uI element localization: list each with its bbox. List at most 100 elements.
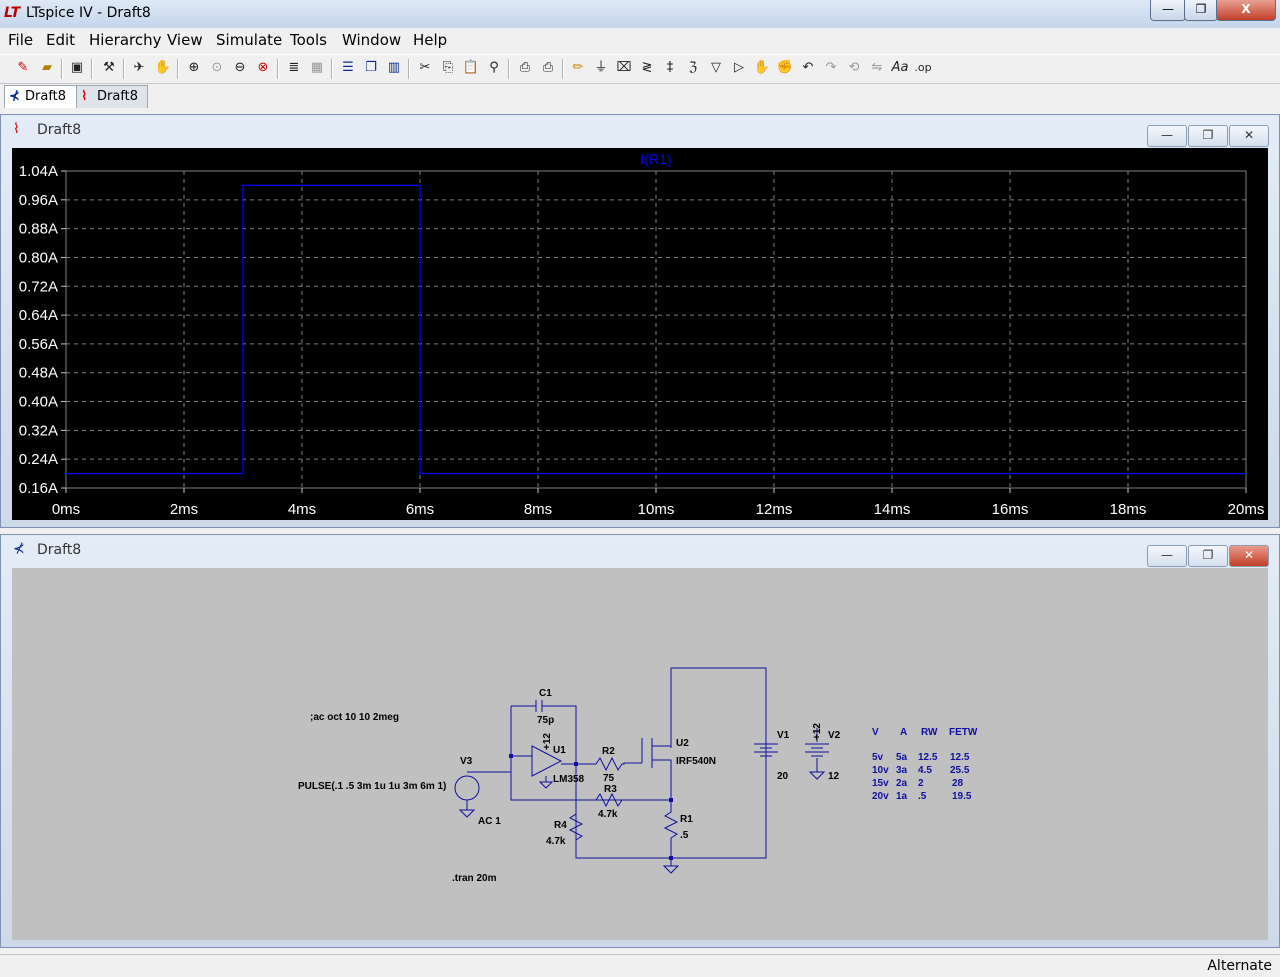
inductor-icon[interactable]: ℨ [688, 60, 697, 75]
component-icon[interactable]: ▷ [734, 60, 744, 75]
restore-button[interactable]: ❐ [1184, 0, 1218, 21]
u1-supply: +12 [542, 733, 553, 750]
ac-directive[interactable]: ;ac oct 10 10 2meg [310, 712, 399, 723]
menu-hierarchy[interactable]: Hierarchy [89, 31, 162, 49]
table-cell: 3a [896, 765, 908, 776]
toolbar: ✎ ▰ ▣ ⚒ ✈ ✋ ⊕ ⊙ ⊖ ⊗ ≣ ▦ ☰ ❐ ▥ ✂ ⎘ 📋 ⚲ ⎙ … [0, 54, 1280, 84]
tile-vertical-icon[interactable]: ▥ [387, 60, 401, 75]
r2-name[interactable]: R2 [602, 746, 615, 757]
u2-name[interactable]: U2 [676, 738, 689, 749]
capacitor-icon[interactable]: ‡ [666, 60, 674, 75]
copy-icon[interactable]: ⎘ [442, 60, 454, 75]
find-icon[interactable]: ⚲ [489, 60, 499, 75]
r1-name[interactable]: R1 [680, 814, 693, 825]
schematic-canvas[interactable]: ;ac oct 10 10 2meg .tran 20m V3 PULSE(.1… [12, 568, 1268, 940]
table-cell: 19.5 [952, 791, 972, 802]
draw-wire-icon[interactable]: ✏ [572, 60, 584, 75]
tab-label: Draft8 [25, 89, 67, 104]
v3-ac[interactable]: AC 1 [478, 816, 501, 827]
r3-name[interactable]: R3 [604, 784, 617, 795]
menu-window[interactable]: Window [342, 31, 402, 49]
u1-name[interactable]: U1 [553, 745, 566, 756]
new-schematic-icon[interactable]: ✎ [17, 60, 29, 75]
schematic-close-button[interactable]: ✕ [1229, 545, 1269, 567]
spice-directive-icon[interactable]: .op [914, 61, 932, 74]
menu-view[interactable]: View [167, 31, 203, 49]
hammer-icon[interactable]: ⚒ [103, 60, 115, 75]
c1-value[interactable]: 75p [537, 715, 554, 726]
u2-value[interactable]: IRF540N [676, 756, 716, 767]
schematic-icon: ⊀ [9, 89, 20, 104]
u1-value[interactable]: LM358 [553, 774, 585, 785]
waveform-minimize-button[interactable]: — [1147, 125, 1187, 147]
x-tick-label: 16ms [992, 501, 1029, 518]
diode-icon[interactable]: ▽ [711, 60, 721, 75]
text-icon[interactable]: Aa [891, 60, 909, 75]
print-icon[interactable]: ⎙ [542, 60, 554, 75]
v3-value[interactable]: PULSE(.1 .5 3m 1u 1u 3m 6m 1) [298, 781, 446, 792]
rotate-icon[interactable]: ⟲ [848, 60, 860, 75]
waveform-restore-button[interactable]: ❐ [1188, 125, 1228, 147]
label-net-icon[interactable]: ⌧ [616, 60, 632, 75]
v2-value[interactable]: 12 [828, 771, 840, 782]
waveform-window-title: Draft8 [37, 122, 82, 138]
x-tick-label: 6ms [406, 501, 434, 518]
r4-value[interactable]: 4.7k [546, 836, 566, 847]
y-tick-label: 0.48A [19, 365, 58, 382]
open-icon[interactable]: ▰ [42, 60, 52, 75]
menu-tools[interactable]: Tools [290, 31, 327, 49]
redo-icon[interactable]: ↷ [825, 60, 837, 75]
c1-name[interactable]: C1 [539, 688, 552, 699]
move-icon[interactable]: ✋ [753, 60, 771, 75]
pan-hand-icon[interactable]: ✋ [154, 60, 172, 75]
zoom-in-icon[interactable]: ⊕ [188, 60, 200, 75]
grid-icon[interactable]: ▦ [310, 60, 324, 75]
table-header: RW [921, 727, 938, 738]
tile-horizontal-icon[interactable]: ☰ [342, 60, 354, 75]
tab-waveform[interactable]: ⌇Draft8 [76, 85, 148, 108]
menu-file[interactable]: File [8, 31, 34, 49]
minimize-button[interactable]: — [1150, 0, 1186, 21]
mirror-icon[interactable]: ⇋ [871, 60, 883, 75]
ground-icon[interactable]: ⏚ [594, 60, 608, 75]
r2-value[interactable]: 75 [603, 773, 615, 784]
schematic-restore-button[interactable]: ❐ [1188, 545, 1228, 567]
trace-label[interactable]: I(R1) [640, 151, 671, 167]
paste-icon[interactable]: 📋 [462, 60, 480, 75]
v2-name[interactable]: V2 [828, 730, 841, 741]
menu-help[interactable]: Help [413, 31, 448, 49]
schematic-minimize-button[interactable]: — [1147, 545, 1187, 567]
x-tick-label: 18ms [1110, 501, 1147, 518]
menu-edit[interactable]: Edit [46, 31, 76, 49]
menu-bar: File Edit Hierarchy View Simulate Tools … [0, 28, 1280, 52]
zoom-out-icon[interactable]: ⊖ [234, 60, 246, 75]
undo-icon[interactable]: ↶ [802, 60, 814, 75]
drag-icon[interactable]: ✊ [776, 60, 794, 75]
close-button[interactable]: X [1216, 0, 1276, 21]
tran-directive[interactable]: .tran 20m [452, 873, 497, 884]
table-cell: 28 [952, 778, 964, 789]
print-preview-icon[interactable]: ⎙ [519, 60, 531, 75]
save-icon[interactable]: ▣ [70, 60, 84, 75]
zoom-cancel-icon[interactable]: ⊗ [257, 60, 269, 75]
v1-value[interactable]: 20 [777, 771, 789, 782]
r1-value[interactable]: .5 [680, 830, 689, 841]
r4-name[interactable]: R4 [554, 820, 567, 831]
zoom-area-icon[interactable]: ⊙ [211, 60, 223, 75]
run-icon[interactable]: ✈ [133, 60, 145, 75]
r3-value[interactable]: 4.7k [598, 809, 618, 820]
tab-schematic[interactable]: ⊀ Draft8 [4, 85, 80, 108]
notes-table[interactable]: V A RW FETW 5v 5a 12.5 12.5 10v 3a 4.5 2… [872, 727, 978, 802]
waveform-close-button[interactable]: ✕ [1229, 125, 1269, 147]
x-tick-label: 8ms [524, 501, 552, 518]
resistor-icon[interactable]: ≷ [641, 60, 653, 75]
cut-icon[interactable]: ✂ [419, 60, 431, 75]
v1-name[interactable]: V1 [777, 730, 790, 741]
menu-simulate[interactable]: Simulate [216, 31, 283, 49]
table-cell: .5 [918, 791, 927, 802]
table-header: FETW [949, 727, 978, 738]
autoscale-icon[interactable]: ≣ [288, 60, 300, 75]
cascade-icon[interactable]: ❐ [365, 60, 377, 75]
v3-name[interactable]: V3 [460, 756, 473, 767]
